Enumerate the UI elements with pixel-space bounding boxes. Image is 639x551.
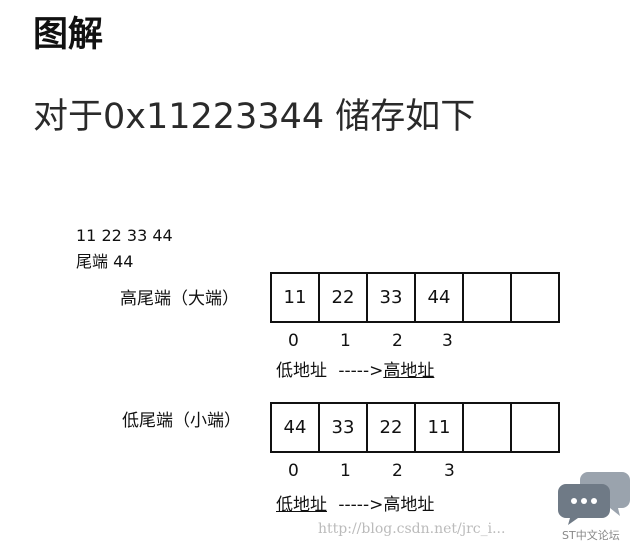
chat-dot [571,498,577,504]
memory-cell: 33 [318,402,368,453]
chat-bubble-front [558,484,610,525]
cell-value: 44 [427,287,451,308]
low-address-label: 低地址 [276,495,327,515]
index-label: 3 [444,461,455,481]
watermark-brand: ST中文论坛 [562,529,620,542]
memory-cell-empty [510,272,560,323]
chat-dot [591,498,597,504]
memory-cell: 11 [270,272,320,323]
memory-cell: 22 [318,272,368,323]
page-title: 图解 [33,15,104,55]
little-endian-indices: 0 1 2 3 [270,461,470,481]
index-label: 2 [392,331,403,351]
cell-value: 11 [427,417,451,438]
index-label: 1 [340,331,351,351]
memory-cell: 11 [414,402,464,453]
cell-value: 22 [331,287,355,308]
memory-cell: 33 [366,272,416,323]
cell-value: 44 [283,417,307,438]
big-endian-address-direction: 低地址 ----->高地址 [276,356,434,381]
memory-cell-empty [462,272,512,323]
subtitle: 对于0x11223344 储存如下 [33,97,476,137]
direction-arrow: -----> [338,495,384,515]
chat-bubbles-icon [558,472,630,525]
cell-value: 33 [331,417,355,438]
memory-cell: 44 [414,272,464,323]
index-label: 0 [288,331,299,351]
big-endian-indices: 0 1 2 3 [270,331,470,351]
memory-cell: 44 [270,402,320,453]
index-label: 2 [392,461,403,481]
byte-sequence-note: 11 22 33 44 [76,226,173,245]
little-endian-label: 低尾端（小端） [122,411,241,431]
index-label: 1 [340,461,351,481]
big-endian-label: 高尾端（大端） [120,289,239,309]
direction-arrow: -----> [338,361,384,381]
high-address-label: 高地址 [383,495,435,515]
big-endian-memory-cells: 11 22 33 44 [270,272,560,323]
tail-byte-note: 尾端 44 [76,252,134,271]
memory-cell: 22 [366,402,416,453]
index-label: 3 [442,331,453,351]
memory-cell-empty [510,402,560,453]
high-address-label: 高地址 [383,361,435,381]
little-endian-address-direction: 低地址 ----->高地址 [276,490,434,515]
chat-dot [581,498,587,504]
watermark-url: http://blog.csdn.net/jrc_i... [318,521,506,537]
index-label: 0 [288,461,299,481]
memory-cell-empty [462,402,512,453]
cell-value: 11 [283,287,307,308]
low-address-label: 低地址 [276,361,327,381]
cell-value: 33 [379,287,403,308]
little-endian-memory-cells: 44 33 22 11 [270,402,560,453]
cell-value: 22 [379,417,403,438]
